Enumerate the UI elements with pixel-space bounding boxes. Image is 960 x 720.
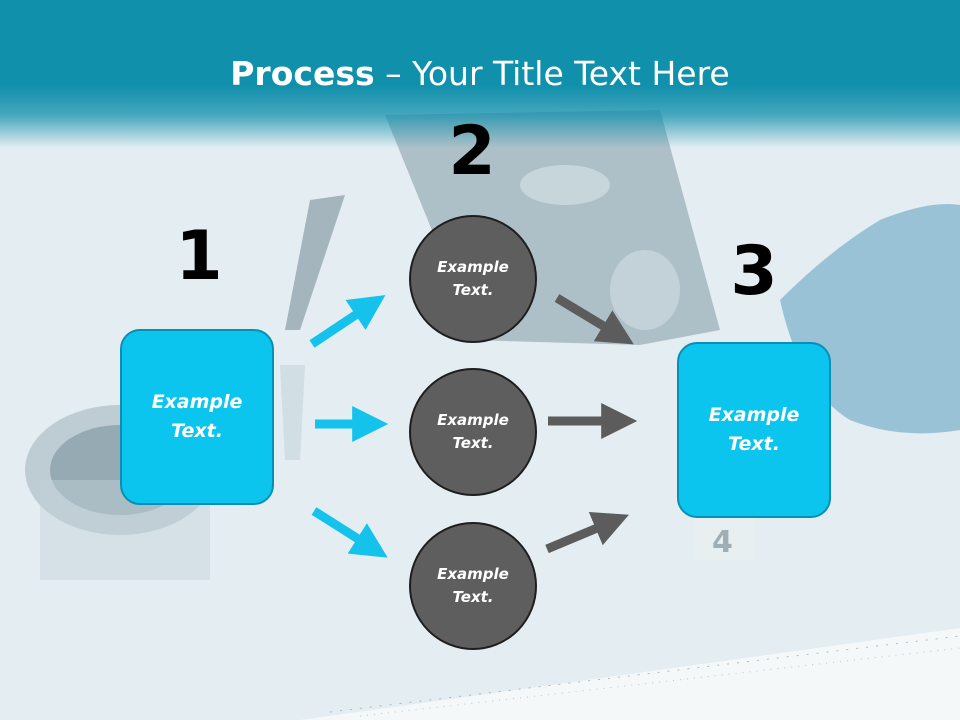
step-2-circle-top-text: Example Text. — [437, 258, 509, 299]
title-bar — [0, 0, 960, 148]
step-number-3: 3 — [730, 232, 778, 311]
slide-title: Process – Your Title Text Here — [0, 52, 960, 96]
step-2-circle-bottom-text: Example Text. — [437, 565, 509, 606]
step-2-circle-bottom: Example Text. — [409, 522, 537, 650]
step-2-circle-middle-text: Example Text. — [437, 411, 509, 452]
step-3-text: Example Text. — [708, 404, 800, 455]
title-rest: – Your Title Text Here — [374, 54, 730, 93]
step-number-1: 1 — [175, 217, 223, 296]
step-number-2: 2 — [448, 112, 496, 191]
step-1-text: Example Text. — [151, 391, 243, 442]
svg-text:4: 4 — [712, 525, 733, 560]
title-bold: Process — [230, 54, 375, 93]
step-3-box: Example Text. — [677, 342, 831, 518]
step-2-circle-top: Example Text. — [409, 215, 537, 343]
step-2-circle-middle: Example Text. — [409, 368, 537, 496]
step-1-box: Example Text. — [120, 329, 274, 505]
